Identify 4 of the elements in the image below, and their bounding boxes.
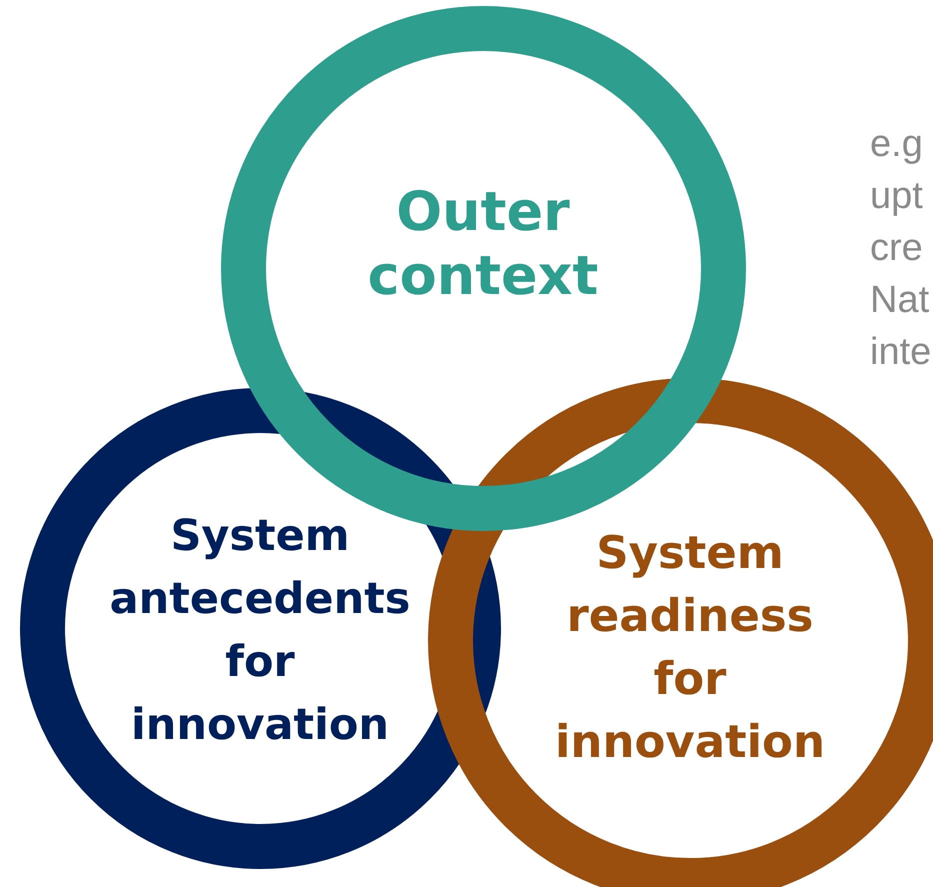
circle-label: System antecedents for innovation <box>108 510 412 752</box>
circle-label: System readiness for innovation <box>554 525 826 770</box>
circle-label: Outer context <box>366 180 600 308</box>
note-text: e.g upt cre Nat inte <box>870 122 930 375</box>
